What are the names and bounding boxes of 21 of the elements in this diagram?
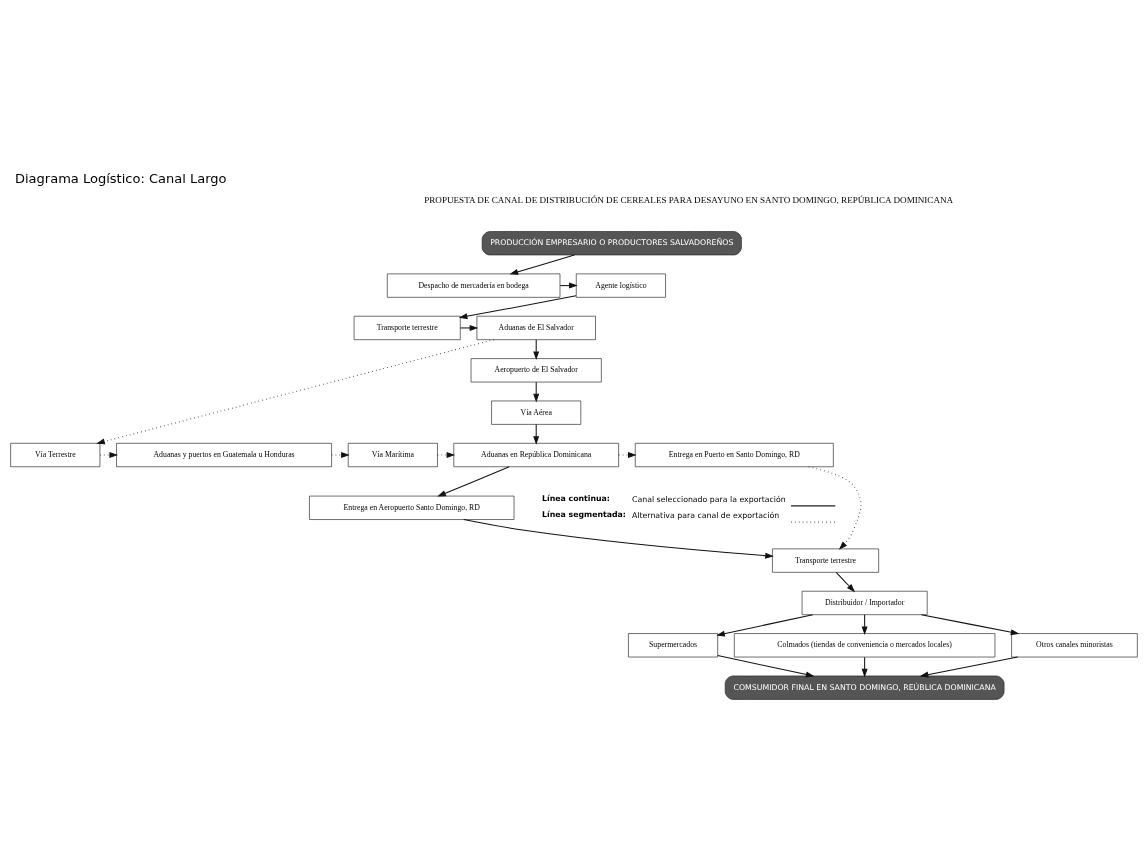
arrow	[509, 254, 575, 275]
diagram-title: Diagrama Logístico: Canal Largo	[14, 170, 227, 186]
arrow	[437, 451, 456, 458]
arrow	[459, 324, 479, 331]
arrow	[96, 338, 495, 444]
arrow	[716, 613, 814, 637]
arrow	[717, 654, 815, 677]
arrow	[835, 571, 856, 592]
arrow	[533, 381, 540, 402]
arrow	[559, 282, 578, 289]
arrow	[618, 451, 637, 458]
arrow	[463, 518, 774, 559]
arrow	[808, 465, 862, 550]
arrow	[861, 656, 868, 677]
arrow	[331, 451, 350, 458]
arrow	[919, 656, 1019, 678]
label: PROPUESTA DE CANAL DE DISTRIBUCIÓN DE CEREALES PARA DESAYUNO EN SANTO DOMINGO, REPÚBLICA DOMINICANA	[424, 194, 954, 205]
arrow	[920, 613, 1020, 635]
arrow	[99, 451, 118, 458]
arrow	[458, 294, 577, 319]
arrow	[437, 465, 510, 497]
